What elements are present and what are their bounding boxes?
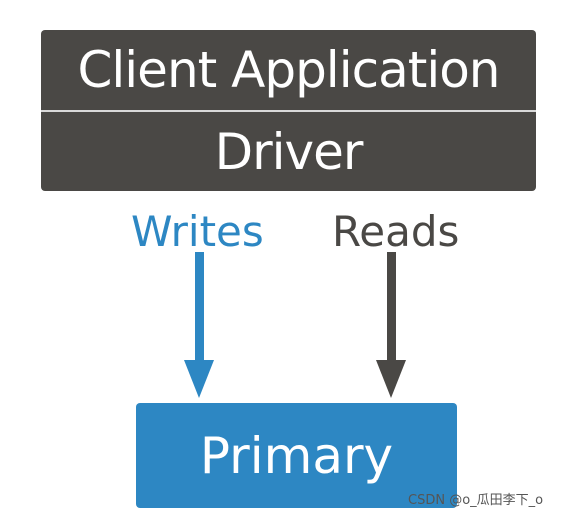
reads-label: Reads <box>332 207 460 256</box>
driver-label: Driver <box>214 122 364 181</box>
watermark: CSDN @o_瓜田李下_o <box>408 493 544 508</box>
client-divider <box>41 110 536 112</box>
client-application-box: Client Application Driver <box>41 30 536 191</box>
client-application-label: Client Application <box>77 41 500 99</box>
primary-box: Primary <box>136 403 457 508</box>
reads-arrow <box>376 252 406 398</box>
writes-label: Writes <box>131 207 264 256</box>
primary-label: Primary <box>199 426 394 485</box>
writes-arrow <box>184 252 214 398</box>
